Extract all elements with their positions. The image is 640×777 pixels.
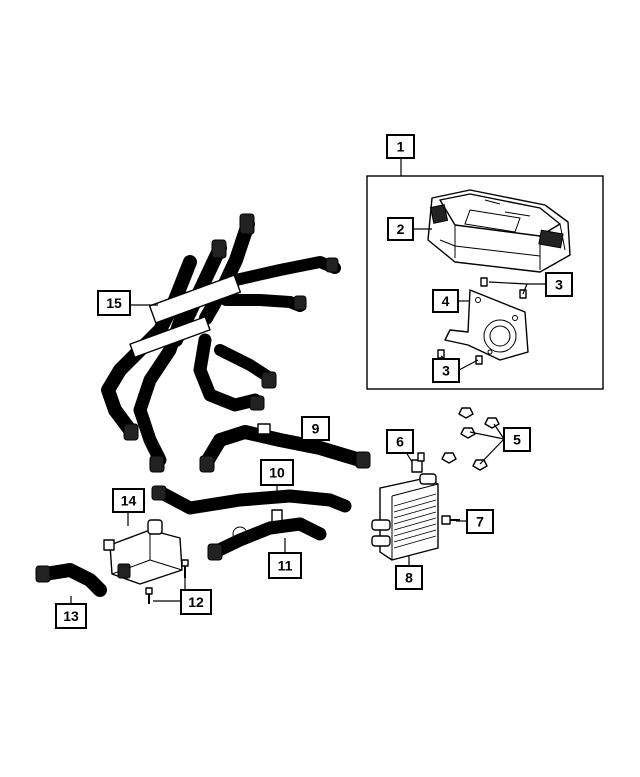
bolt-part-7 [441,515,460,525]
svg-text:15: 15 [106,295,122,311]
callout-5: 5 [503,427,531,452]
callout-3: 3 [545,272,573,297]
callout-10: 10 [260,459,294,486]
callout-9: 9 [301,416,330,441]
callout-2: 2 [387,217,414,241]
svg-text:9: 9 [312,421,320,437]
svg-text:5: 5 [513,432,521,448]
svg-text:12: 12 [188,594,204,610]
svg-text:10: 10 [269,465,285,481]
svg-text:1: 1 [397,139,405,155]
svg-text:11: 11 [278,558,293,574]
callout-11: 11 [268,552,302,579]
svg-text:14: 14 [121,493,137,509]
control-module-part [427,189,571,273]
callout-15: 15 [97,290,131,316]
hose-harness-part [101,213,341,473]
svg-text:2: 2 [397,221,405,237]
callout-1: 1 [386,134,415,159]
callout-7: 7 [466,509,494,534]
callout-12: 12 [180,589,212,615]
oil-cooler-part [371,473,439,561]
svg-text:8: 8 [405,570,413,586]
callout-13: 13 [55,603,87,629]
svg-text:7: 7 [476,514,484,530]
hose-part-9 [199,423,371,473]
bolt-part-12 [145,559,189,604]
callout-4: 4 [432,289,459,313]
callout-6: 6 [386,429,414,454]
callout-14: 14 [112,488,145,513]
svg-text:3: 3 [442,363,450,379]
hose-part-11 [207,517,327,561]
svg-text:13: 13 [63,608,79,624]
hose-part-10 [151,485,352,523]
bracket-part [444,289,529,361]
nut-fasteners [441,407,500,471]
svg-text:4: 4 [442,293,450,309]
callout-8: 8 [395,565,423,590]
fitting-part-6 [411,452,425,473]
hose-part-13 [35,563,107,597]
valve-part-14 [103,519,183,585]
module-detail-frame [366,175,604,390]
svg-text:6: 6 [396,434,404,450]
callout-3: 3 [432,358,460,383]
svg-text:3: 3 [555,277,563,293]
